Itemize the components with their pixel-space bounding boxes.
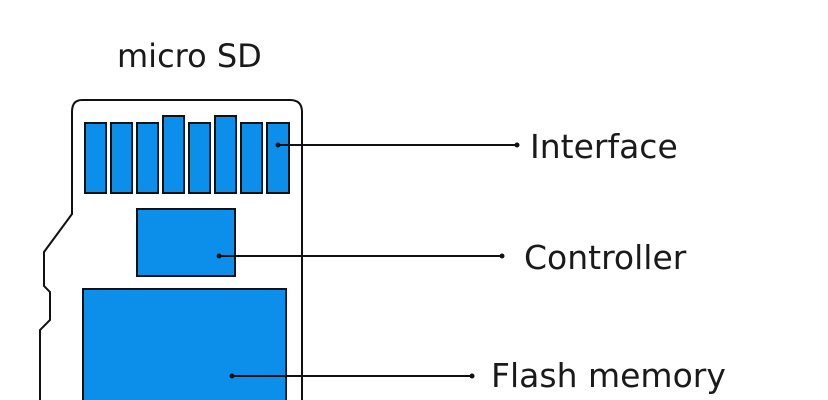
- flash-memory-leader-dot-end: [469, 373, 475, 379]
- interface-pins: [84, 115, 290, 194]
- flash-memory-leader-dot-start: [229, 373, 235, 379]
- diagram-title: micro SD: [117, 37, 262, 75]
- controller-leader-dot-start: [216, 253, 222, 259]
- pin-4: [162, 115, 185, 194]
- pin-5: [188, 122, 211, 194]
- interface-label: Interface: [530, 127, 678, 166]
- controller-label: Controller: [524, 238, 687, 277]
- pin-2: [110, 122, 133, 194]
- pin-1: [84, 122, 107, 194]
- pin-3: [136, 122, 159, 194]
- pin-8: [266, 122, 290, 194]
- flash-memory-label: Flash memory: [491, 356, 726, 395]
- pin-6: [214, 115, 237, 194]
- controller-chip: [136, 208, 236, 277]
- pin-7: [240, 122, 263, 194]
- interface-leader-dot-end: [514, 142, 520, 148]
- leader-lines: [216, 142, 520, 379]
- controller-leader-dot-end: [499, 253, 505, 259]
- flash-memory-block: [82, 288, 287, 400]
- interface-leader-dot-start: [275, 142, 281, 148]
